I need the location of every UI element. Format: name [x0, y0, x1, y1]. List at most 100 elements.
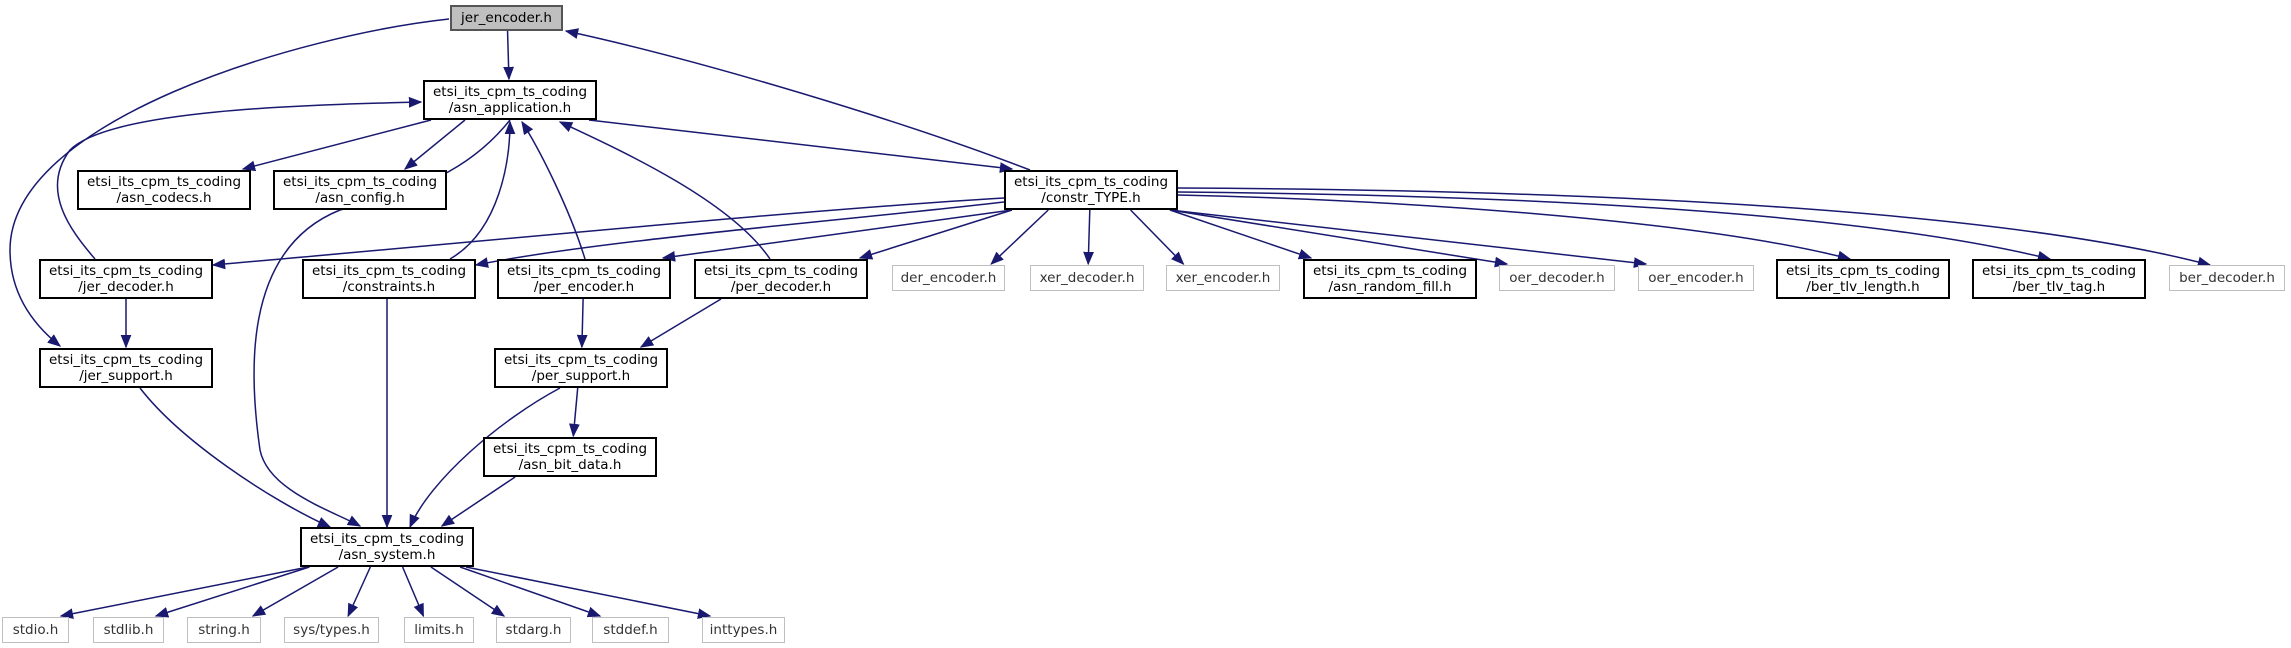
edge-asn-system-to-stdlib: [154, 566, 310, 618]
node-label-line: ber_decoder.h: [2179, 270, 2275, 286]
node-label-line: etsi_its_cpm_ts_coding: [311, 263, 467, 279]
node-label-line: etsi_its_cpm_ts_coding: [309, 531, 465, 547]
node-label-line: /asn_random_fill.h: [1328, 279, 1452, 295]
node-label-line: xer_decoder.h: [1039, 270, 1135, 286]
node-label-line: etsi_its_cpm_ts_coding: [48, 352, 204, 368]
node-jer-encoder[interactable]: jer_encoder.h: [450, 5, 563, 31]
edge-constr-TYPE-to-jer-decoder: [211, 197, 1005, 270]
node-limits: limits.h: [404, 617, 474, 643]
node-xer-encoder: xer_encoder.h: [1166, 265, 1280, 291]
node-ber-decoder: ber_decoder.h: [2169, 265, 2285, 291]
node-sys-types: sys/types.h: [284, 617, 379, 643]
node-label-line: /asn_config.h: [315, 190, 405, 206]
edge-asn-system-to-limits: [401, 566, 425, 618]
node-stddef: stddef.h: [592, 617, 669, 643]
edge-jer-decoder-to-asn-application: [56, 96, 423, 260]
node-label-line: oer_decoder.h: [1509, 270, 1605, 286]
node-label-line: etsi_its_cpm_ts_coding: [703, 263, 859, 279]
node-per-encoder[interactable]: etsi_its_cpm_ts_coding/per_encoder.h: [497, 259, 671, 299]
node-label-line: limits.h: [414, 622, 464, 638]
node-label-line: jer_encoder.h: [461, 10, 552, 26]
node-label-line: etsi_its_cpm_ts_coding: [492, 441, 648, 457]
node-asn-application[interactable]: etsi_its_cpm_ts_coding/asn_application.h: [423, 80, 597, 120]
node-label-line: /ber_tlv_length.h: [1806, 279, 1920, 295]
edge-jer-support-to-asn-system: [139, 387, 332, 528]
node-label-line: stdarg.h: [505, 622, 562, 638]
node-der-encoder: der_encoder.h: [892, 265, 1005, 291]
edge-asn-application-to-asn-codecs: [241, 119, 432, 172]
edge-constr-TYPE-to-ber-decoder: [1177, 187, 2212, 268]
node-inttypes: inttypes.h: [702, 617, 785, 643]
node-label-line: etsi_its_cpm_ts_coding: [506, 263, 662, 279]
node-label-line: /asn_bit_data.h: [518, 457, 622, 473]
node-label-line: etsi_its_cpm_ts_coding: [1312, 263, 1468, 279]
node-label-line: stddef.h: [603, 622, 658, 638]
edge-constr-TYPE-to-ber-tlv-tag: [1177, 191, 2052, 262]
edge-per-support-to-asn-system: [409, 387, 561, 529]
edge-per-support-to-asn-bit-data: [569, 387, 580, 438]
node-ber-tlv-length[interactable]: etsi_its_cpm_ts_coding/ber_tlv_length.h: [1776, 259, 1950, 299]
node-constraints[interactable]: etsi_its_cpm_ts_coding/constraints.h: [302, 259, 476, 299]
edge-constr-TYPE-to-jer-encoder: [564, 28, 1031, 171]
node-stdlib: stdlib.h: [93, 617, 164, 643]
node-label-line: /per_decoder.h: [730, 279, 832, 295]
node-label-line: /asn_codecs.h: [116, 190, 212, 206]
node-ber-tlv-tag[interactable]: etsi_its_cpm_ts_coding/ber_tlv_tag.h: [1972, 259, 2146, 299]
edge-asn-system-to-stddef: [459, 566, 602, 618]
node-label-line: etsi_its_cpm_ts_coding: [282, 174, 438, 190]
node-stdarg: stdarg.h: [496, 617, 571, 643]
node-label-line: /jer_decoder.h: [78, 279, 174, 295]
node-jer-decoder[interactable]: etsi_its_cpm_ts_coding/jer_decoder.h: [39, 259, 213, 299]
node-label-line: /constraints.h: [342, 279, 436, 295]
node-stdio: stdio.h: [2, 617, 69, 643]
edge-constraints-to-asn-application: [449, 120, 516, 260]
node-label-line: /constr_TYPE.h: [1041, 190, 1141, 206]
node-label-line: etsi_its_cpm_ts_coding: [1981, 263, 2137, 279]
edge-constr-TYPE-to-per-encoder: [661, 209, 1013, 262]
node-label-line: /ber_tlv_tag.h: [2012, 279, 2106, 295]
node-label-line: string.h: [198, 622, 250, 638]
node-label-line: stdio.h: [12, 622, 59, 638]
edge-asn-system-to-string: [251, 566, 339, 617]
edge-asn-application-to-constr-TYPE: [588, 119, 1014, 173]
node-oer-decoder: oer_decoder.h: [1499, 265, 1615, 291]
edge-asn-system-to-stdarg: [430, 566, 506, 617]
node-label-line: etsi_its_cpm_ts_coding: [432, 84, 588, 100]
node-per-decoder[interactable]: etsi_its_cpm_ts_coding/per_decoder.h: [694, 259, 868, 299]
node-constr-TYPE[interactable]: etsi_its_cpm_ts_coding/constr_TYPE.h: [1004, 170, 1178, 210]
edge-constr-TYPE-to-ber-tlv-length: [1177, 194, 1852, 262]
node-label-line: /per_support.h: [531, 368, 631, 384]
node-asn-config[interactable]: etsi_its_cpm_ts_coding/asn_config.h: [273, 170, 447, 210]
node-label-line: etsi_its_cpm_ts_coding: [48, 263, 204, 279]
edge-constr-TYPE-to-oer-encoder: [1169, 209, 1648, 268]
node-asn-bit-data[interactable]: etsi_its_cpm_ts_coding/asn_bit_data.h: [483, 437, 657, 477]
node-label-line: /per_encoder.h: [533, 279, 635, 295]
node-per-support[interactable]: etsi_its_cpm_ts_coding/per_support.h: [494, 348, 668, 388]
node-string: string.h: [187, 617, 261, 643]
node-asn-codecs[interactable]: etsi_its_cpm_ts_coding/asn_codecs.h: [77, 170, 251, 210]
edge-constr-TYPE-to-der-encoder: [990, 209, 1049, 265]
node-label-line: etsi_its_cpm_ts_coding: [1013, 174, 1169, 190]
node-jer-support[interactable]: etsi_its_cpm_ts_coding/jer_support.h: [39, 348, 213, 388]
node-xer-decoder: xer_decoder.h: [1030, 265, 1144, 291]
node-label-line: sys/types.h: [293, 622, 370, 638]
node-asn-system[interactable]: etsi_its_cpm_ts_coding/asn_system.h: [300, 527, 474, 567]
node-label-line: oer_encoder.h: [1648, 270, 1744, 286]
node-label-line: etsi_its_cpm_ts_coding: [503, 352, 659, 368]
node-label-line: etsi_its_cpm_ts_coding: [86, 174, 242, 190]
edge-constr-TYPE-to-constraints: [474, 201, 1005, 268]
edge-asn-system-to-sys-types: [347, 566, 372, 618]
edge-jer-encoder-to-asn-application: [503, 30, 514, 81]
edge-asn-system-to-stdio: [59, 566, 309, 619]
node-oer-encoder: oer_encoder.h: [1638, 265, 1754, 291]
edge-asn-system-to-inttypes: [465, 566, 712, 619]
node-label-line: /asn_application.h: [448, 100, 572, 116]
node-label-line: inttypes.h: [709, 622, 778, 638]
edge-per-encoder-to-per-support: [576, 298, 588, 349]
node-label-line: xer_encoder.h: [1175, 270, 1271, 286]
edge-constr-TYPE-to-xer-decoder: [1083, 209, 1094, 266]
edge-constr-TYPE-to-xer-encoder: [1130, 209, 1185, 265]
edge-jer-encoder-to-jer-support: [9, 18, 450, 347]
node-asn-random-fill[interactable]: etsi_its_cpm_ts_coding/asn_random_fill.h: [1303, 259, 1477, 299]
